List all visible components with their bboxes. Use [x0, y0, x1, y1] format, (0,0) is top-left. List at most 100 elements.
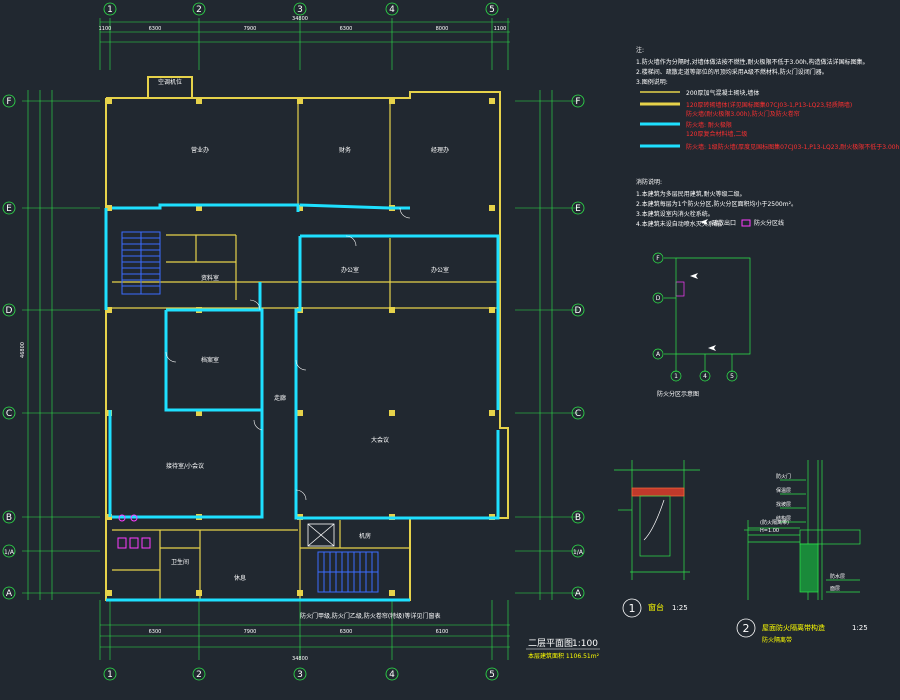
fire-notes: 消防说明: 1.本建筑为多层民用建筑,耐火等级二级。 2.本建筑每层为1个防火分…: [636, 178, 797, 228]
detail-2-label-2: 防火门: [776, 473, 791, 480]
plan-area: 本层建筑面积 1106.51m²: [528, 652, 600, 660]
toilet-fixtures: [117, 514, 151, 549]
dim-bottom-total: 34800: [292, 656, 308, 662]
legend-text-6: 防火墙: 1级防火墙(厚度见国标图集07CJ03-1,P13-LQ23,耐火极限…: [686, 143, 900, 151]
room-storage: 资料室: [201, 274, 219, 282]
dim-top-seg-1: 6300: [149, 26, 162, 32]
stair-south: [317, 551, 379, 593]
zone-diagram-title: 防火分区示意图: [657, 390, 699, 398]
axis-right-F: F: [575, 97, 580, 107]
axis-right-E: E: [575, 204, 581, 214]
detail-2-bubble: [736, 618, 756, 638]
detail-2-scale: 1:25: [852, 624, 868, 632]
zone-axis-F: F: [656, 255, 660, 262]
zone-line-icon: [741, 219, 751, 227]
axis-labels: 1 2 3 4 5 1 2 3 4 5 F E D C B 1/A A F E …: [4, 5, 584, 680]
axis-left-C: C: [6, 409, 12, 419]
axis-right-A: A: [575, 589, 582, 599]
fire-notes-item-2: 2.本建筑每层为1个防火分区,防火分区面积均小于2500m²。: [636, 200, 797, 208]
axis-top-1: 1: [107, 5, 113, 15]
detail-2-label-4: 找坡层: [776, 501, 791, 508]
axis-top-4: 4: [389, 5, 395, 15]
detail-2-title: 2 屋面防火隔离带构造 1:25 防火隔离带: [736, 618, 868, 644]
detail-2-label-1: H=1.00: [760, 528, 779, 534]
zone-axis-D: D: [656, 295, 661, 302]
axis-right-C: C: [575, 409, 581, 419]
dim-top-total: 34800: [292, 16, 308, 22]
stair-north: [121, 231, 161, 295]
dim-top-seg-5: 1100: [494, 26, 507, 32]
axis-right-D: D: [575, 306, 582, 316]
zone-diagram-labels: F D A 1 4 5 防火分区示意图: [656, 255, 734, 398]
axis-top-2: 2: [196, 5, 202, 15]
axis-bottom-3: 3: [297, 670, 303, 680]
axis-top-3: 3: [297, 5, 303, 15]
notes-heading: 注:: [636, 46, 644, 54]
dim-top-seg-2: 7900: [244, 26, 257, 32]
right-dimension-chain: [515, 90, 578, 600]
room-machine: 机房: [359, 532, 371, 540]
room-business-office: 营业办: [191, 146, 209, 154]
notes-item-1: 1.防火墙作为分隔时,对墙体做法按不燃性,耐火极限不低于3.00h,构造做法详国…: [636, 58, 869, 66]
room-aircon: 空调机位: [158, 78, 182, 86]
axis-bubbles: [2, 2, 585, 681]
zone-axis-1: 1: [674, 373, 678, 380]
top-dimension-chain: [99, 18, 510, 70]
dim-top-seg-4: 8000: [436, 26, 449, 32]
room-manager: 经理办: [431, 146, 449, 154]
legend-text-4: 防火墙: 耐火极限: [686, 121, 732, 129]
door-swings: [165, 207, 411, 501]
room-archive: 档案室: [201, 356, 219, 364]
fire-notes-item-1: 1.本建筑为多层民用建筑,耐火等级二级。: [636, 190, 746, 198]
left-dimension-chain: [22, 90, 100, 600]
dim-bottom-seg-4: 6100: [436, 629, 449, 635]
fire-legend-zone: 防火分区线: [754, 219, 784, 227]
axis-bottom-4: 4: [389, 670, 395, 680]
axis-left-E: E: [6, 204, 12, 214]
axis-left-D: D: [6, 306, 13, 316]
detail-2-subtitle: 防火隔离带: [762, 636, 792, 644]
fire-notes-item-3: 3.本建筑设室内消火栓系统。: [636, 210, 714, 218]
detail-1-bubble: [622, 598, 642, 618]
plan-title-block: 二层平面图 1:100 本层建筑面积 1106.51m² 防火门甲级,防火门乙级…: [300, 612, 600, 660]
axis-bottom-1: 1: [107, 670, 113, 680]
axis-top-5: 5: [489, 5, 495, 15]
dim-top-seg-0: 1100: [99, 26, 112, 32]
room-rest: 休息: [234, 574, 246, 582]
dim-bottom-seg-3: 6300: [340, 629, 353, 635]
detail-2-number: 2: [743, 622, 750, 635]
interior-partitions: [112, 100, 498, 600]
zone-diagram: [652, 252, 751, 382]
axis-left-1A: 1/A: [4, 549, 15, 556]
zone-axis-A: A: [656, 351, 661, 358]
bottom-dimension-chain: [99, 600, 510, 660]
detail-2-label-0: (防火隔离带): [760, 519, 789, 526]
room-toilet: 卫生间: [171, 558, 189, 566]
axis-bottom-5: 5: [489, 670, 495, 680]
room-reception: 接待室/小会议: [166, 462, 204, 470]
room-labels: 营业办 财务 经理办 办公室 办公室 资料室 档案室 大会议 接待室/小会议 走…: [158, 78, 449, 582]
detail-2-label-3: 保温层: [776, 487, 791, 494]
legend-text-3: 防火墙(耐火极限3.00h),防火门及防火卷帘: [686, 110, 800, 118]
detail-2-name: 屋面防火隔离带构造: [762, 623, 825, 632]
dim-top-seg-3: 6300: [340, 26, 353, 32]
detail-1-scale: 1:25: [672, 604, 688, 612]
dim-left-total: 46800: [20, 342, 26, 358]
exit-arrow-icon: [700, 219, 708, 225]
detail-1-drawing: [614, 460, 700, 580]
detail-1-title: 1 窗台 1:25: [622, 598, 688, 618]
axis-right-B: B: [575, 513, 581, 523]
elevator-shaft: [307, 523, 335, 547]
detail-1-name: 窗台: [648, 602, 664, 612]
general-notes: 注: 1.防火墙作为分隔时,对墙体做法按不燃性,耐火极限不低于3.00h,构造做…: [636, 46, 869, 86]
axis-bottom-2: 2: [196, 670, 202, 680]
legend-text-5: 120厚复合材料墙,二级: [686, 130, 747, 138]
notes-item-3: 3.图例说明:: [636, 78, 668, 86]
room-big-meeting: 大会议: [371, 436, 389, 444]
room-office-b: 办公室: [431, 266, 449, 274]
fire-walls: [104, 203, 500, 602]
notes-legend: 200厚加气混凝土砌块,墙体 120厚砖砌墙体(详见国标图集07CJ03-1,P…: [640, 89, 900, 151]
detail-2-labels: (防火隔离带) H=1.00 防火门 保温层 找坡层 结构层 防水层 面层: [760, 473, 845, 592]
plan-title: 二层平面图: [528, 638, 573, 649]
